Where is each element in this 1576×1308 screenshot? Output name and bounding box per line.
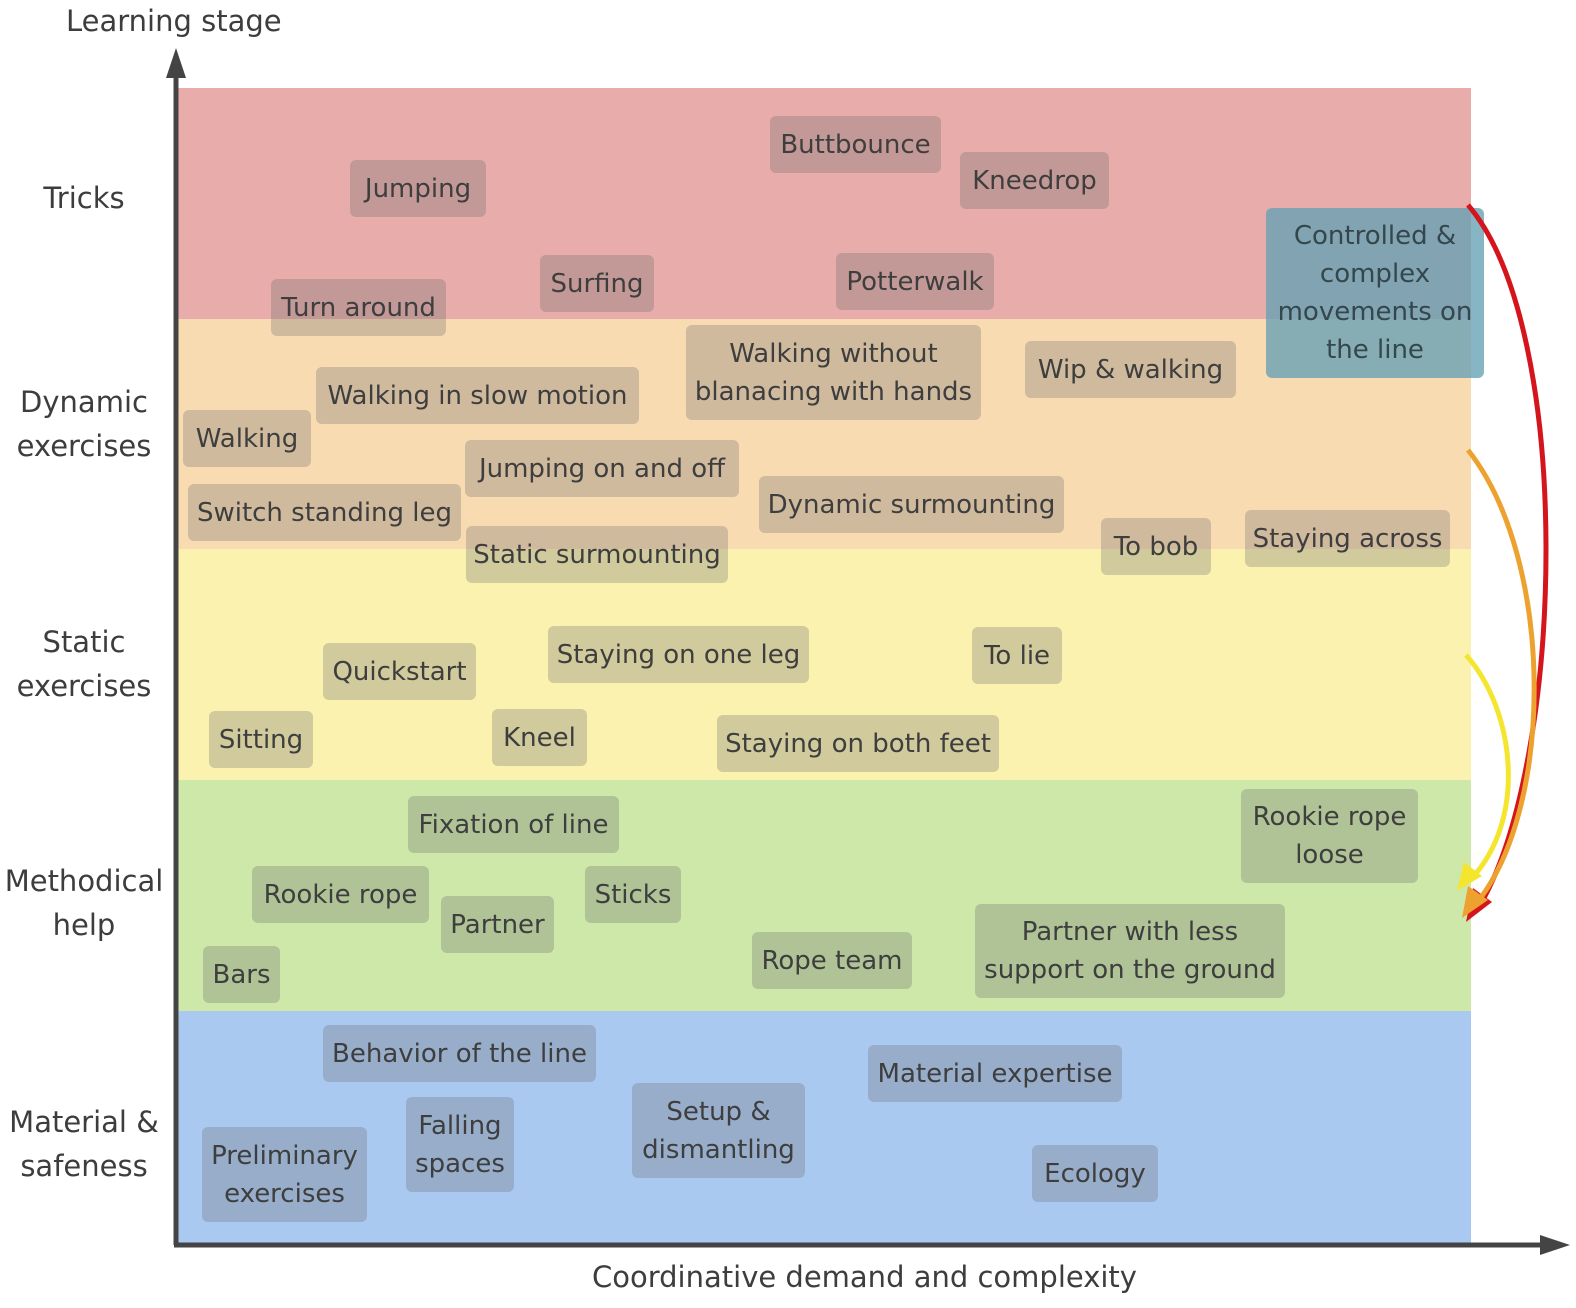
item-controlled-complex-movements: Controlled & complex movements on the li… — [1266, 208, 1484, 378]
item-falling-spaces: Falling spaces — [406, 1097, 514, 1192]
x-axis-arrowhead — [1540, 1235, 1570, 1255]
item-jumping-on-and-off: Jumping on and off — [465, 440, 739, 497]
item-walking: Walking — [183, 410, 311, 467]
item-quickstart: Quickstart — [323, 643, 476, 700]
item-staying-on-one-leg: Staying on one leg — [548, 626, 809, 683]
arrow-orange-head — [1462, 886, 1488, 918]
row-label-static-exercises: Static exercises — [16, 625, 152, 703]
item-kneel: Kneel — [492, 709, 587, 766]
band-static-exercises — [178, 549, 1471, 780]
item-partner: Partner — [441, 896, 554, 953]
arrow-red — [1466, 203, 1549, 907]
item-walking-without-balancing: Walking without blanacing with hands — [686, 325, 981, 420]
band-tricks — [178, 88, 1471, 319]
row-label-material-safeness: Material & safeness — [9, 1105, 159, 1183]
item-staying-across: Staying across — [1245, 510, 1450, 567]
item-surfing: Surfing — [540, 255, 654, 312]
item-to-bob: To bob — [1101, 518, 1211, 575]
item-sitting: Sitting — [209, 711, 313, 768]
item-walking-slow-motion: Walking in slow motion — [316, 367, 639, 424]
item-partner-less-support: Partner with less support on the ground — [975, 904, 1285, 998]
item-behavior-of-the-line: Behavior of the line — [323, 1025, 596, 1082]
row-label-dynamic-exercises: Dynamic exercises — [16, 385, 152, 463]
item-material-expertise: Material expertise — [868, 1045, 1122, 1102]
item-staying-on-both-feet: Staying on both feet — [717, 715, 999, 772]
item-rookie-rope-loose: Rookie rope loose — [1241, 789, 1418, 883]
y-axis-title: Learning stage — [66, 4, 282, 38]
item-wip-walking: Wip & walking — [1025, 341, 1236, 398]
arrow-yellow-head — [1457, 862, 1482, 891]
arrow-orange — [1466, 448, 1537, 907]
item-fixation-of-line: Fixation of line — [408, 796, 619, 853]
row-label-methodical-help: Methodical help — [4, 864, 164, 942]
item-turn-around: Turn around — [271, 279, 446, 336]
row-label-tricks: Tricks — [43, 181, 125, 215]
item-static-surmounting: Static surmounting — [466, 526, 728, 583]
band-methodical-help — [178, 780, 1471, 1011]
arrow-yellow — [1464, 653, 1511, 882]
item-dynamic-surmounting: Dynamic surmounting — [759, 476, 1064, 533]
band-material-safeness — [178, 1011, 1471, 1243]
x-axis-title: Coordinative demand and complexity — [592, 1260, 1137, 1294]
item-ecology: Ecology — [1032, 1145, 1158, 1202]
item-switch-standing-leg: Switch standing leg — [188, 484, 461, 541]
item-jumping: Jumping — [350, 160, 486, 217]
item-to-lie: To lie — [972, 627, 1062, 684]
y-axis-arrowhead — [166, 48, 186, 78]
item-potterwalk: Potterwalk — [836, 253, 994, 310]
band-dynamic-exercises — [178, 319, 1471, 549]
item-sticks: Sticks — [585, 866, 681, 923]
item-buttbounce: Buttbounce — [770, 116, 941, 173]
item-rope-team: Rope team — [752, 932, 912, 989]
item-setup-dismantling: Setup & dismantling — [632, 1083, 805, 1178]
item-kneedrop: Kneedrop — [960, 152, 1109, 209]
item-preliminary-exercises: Preliminary exercises — [202, 1127, 367, 1222]
item-rookie-rope: Rookie rope — [252, 866, 429, 923]
item-bars: Bars — [203, 946, 280, 1003]
